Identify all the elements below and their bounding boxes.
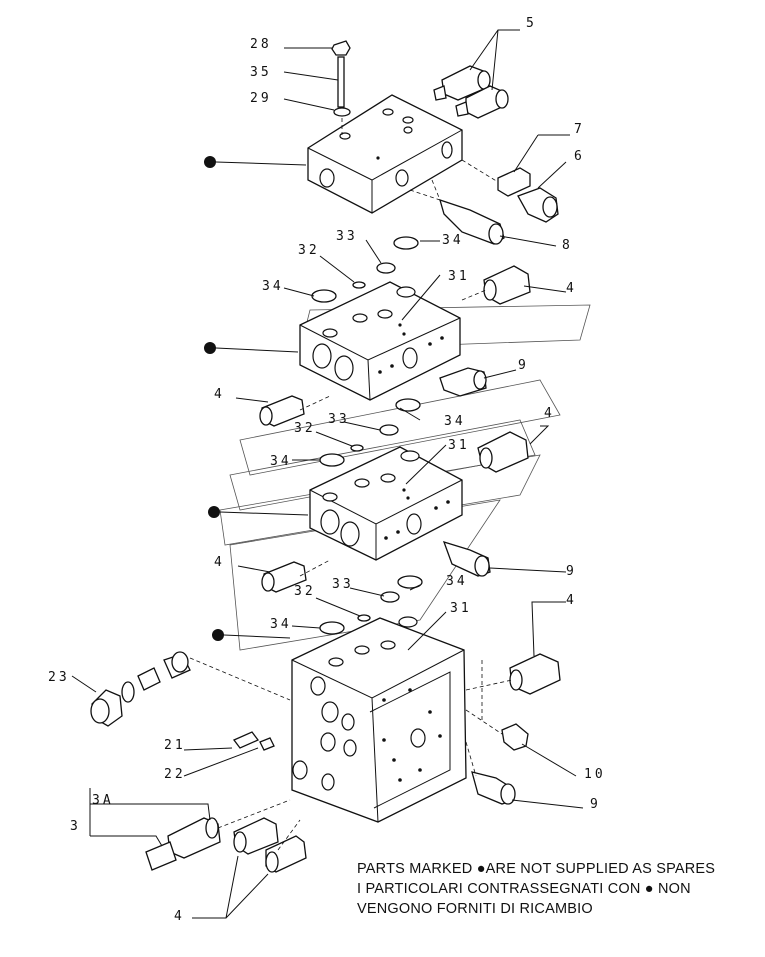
spares-note-line-2: I PARTICOLARI CONTRASSEGNATI CON ● NON (357, 881, 691, 897)
callout-5: 5 (526, 16, 537, 31)
callout-34: 34 (442, 233, 464, 248)
plugs-4f (233, 817, 307, 873)
callout-32: 32 (294, 421, 316, 436)
callout-31: 31 (448, 438, 470, 453)
callout-34: 34 (262, 279, 284, 294)
not-supplied-marker (212, 629, 224, 641)
assembly-axes (217, 159, 513, 851)
spares-note-line-1: PARTS MARKED ●ARE NOT SUPPLIED AS SPARES (357, 861, 716, 877)
callout-9: 9 (518, 358, 529, 373)
callout-28: 28 (250, 37, 272, 52)
callout-4: 4 (214, 555, 225, 570)
callout-31: 31 (448, 269, 470, 284)
callout-4: 4 (174, 909, 185, 924)
callout-33: 33 (336, 229, 358, 244)
callout-7: 7 (574, 122, 585, 137)
cartridge-9b (442, 540, 491, 577)
callout-35: 35 (250, 65, 272, 80)
leader-lines (71, 29, 584, 919)
inlet-block (291, 616, 467, 823)
head-block (307, 94, 463, 214)
spool-4e (509, 653, 561, 695)
callout-22: 22 (164, 767, 186, 782)
small-parts-21-22 (232, 731, 275, 751)
callout-34: 34 (270, 617, 292, 632)
callout-31: 31 (450, 601, 472, 616)
callout-4: 4 (566, 281, 577, 296)
not-supplied-marker (208, 506, 220, 518)
callout-23: 23 (48, 670, 70, 685)
orings-3 (319, 575, 423, 635)
spool-4c (477, 431, 529, 473)
relief-assembly-23 (90, 651, 291, 727)
check-valve-and-cap (497, 167, 559, 223)
not-supplied-marker (204, 156, 216, 168)
cartridge-3a (145, 817, 221, 871)
plug-4b (259, 395, 305, 427)
orings-1 (311, 236, 419, 303)
callout-3a: 3A (92, 793, 114, 808)
cartridge-9c (471, 771, 516, 805)
callout-34: 34 (444, 414, 466, 429)
callout-29: 29 (250, 91, 272, 106)
callout-3: 3 (70, 819, 81, 834)
callout-10: 10 (584, 767, 606, 782)
callout-32: 32 (294, 584, 316, 599)
callout-4: 4 (544, 406, 555, 421)
callout-8: 8 (562, 238, 573, 253)
orings-2 (319, 398, 421, 467)
callout-21: 21 (164, 738, 186, 753)
not-supplied-marker (204, 342, 216, 354)
callout-labels: 28 35 29 5 7 6 8 33 32 34 34 31 4 9 4 33… (48, 16, 606, 924)
callout-33: 33 (328, 412, 350, 427)
spool-4a (483, 265, 531, 305)
section-block-2 (309, 446, 463, 561)
section-block-1 (299, 281, 461, 401)
callout-6: 6 (574, 149, 585, 164)
spares-note-line-3: VENGONO FORNITI DI RICAMBIO (357, 901, 593, 917)
plug-4d (261, 561, 307, 593)
callout-9: 9 (566, 564, 577, 579)
callout-34: 34 (270, 454, 292, 469)
callout-33: 33 (332, 577, 354, 592)
callout-34: 34 (446, 574, 468, 589)
callout-9: 9 (590, 797, 601, 812)
solenoid-valves (433, 65, 509, 119)
callout-4: 4 (214, 387, 225, 402)
cartridge-9a (439, 367, 487, 397)
bolt-assembly (331, 40, 351, 135)
plug-10 (501, 723, 529, 751)
callout-32: 32 (298, 243, 320, 258)
callout-4: 4 (566, 593, 577, 608)
relief-cartridge (409, 189, 505, 245)
